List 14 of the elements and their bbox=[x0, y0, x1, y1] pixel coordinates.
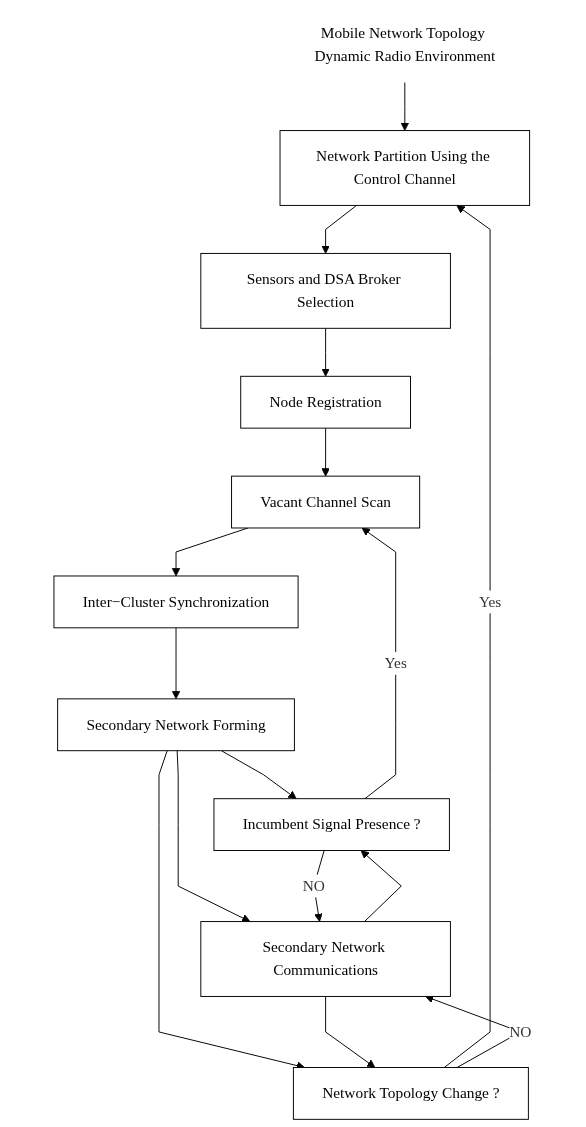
node-box: Secondary Network Communications bbox=[200, 921, 452, 997]
node-box: Network Partition Using the Control Channel bbox=[279, 130, 531, 206]
node-box: Sensors and DSA Broker Selection bbox=[200, 252, 452, 329]
edge-label: NO bbox=[509, 1023, 532, 1040]
node-box: Node Registration bbox=[240, 375, 412, 429]
node-box: Vacant Channel Scan bbox=[231, 475, 421, 529]
edge-label: Yes bbox=[384, 654, 408, 672]
edge-label: NO bbox=[303, 877, 326, 894]
node-box: Incumbent Signal Presence ? bbox=[213, 798, 451, 851]
node-box: Inter−Cluster Synchronization bbox=[53, 575, 299, 629]
node-box: Secondary Network Forming bbox=[57, 698, 296, 752]
node-text: Mobile Network Topology Dynamic Radio Environment bbox=[314, 24, 496, 65]
edge-label: Yes bbox=[479, 593, 502, 610]
node-box: Network Topology Change ? bbox=[293, 1067, 530, 1120]
